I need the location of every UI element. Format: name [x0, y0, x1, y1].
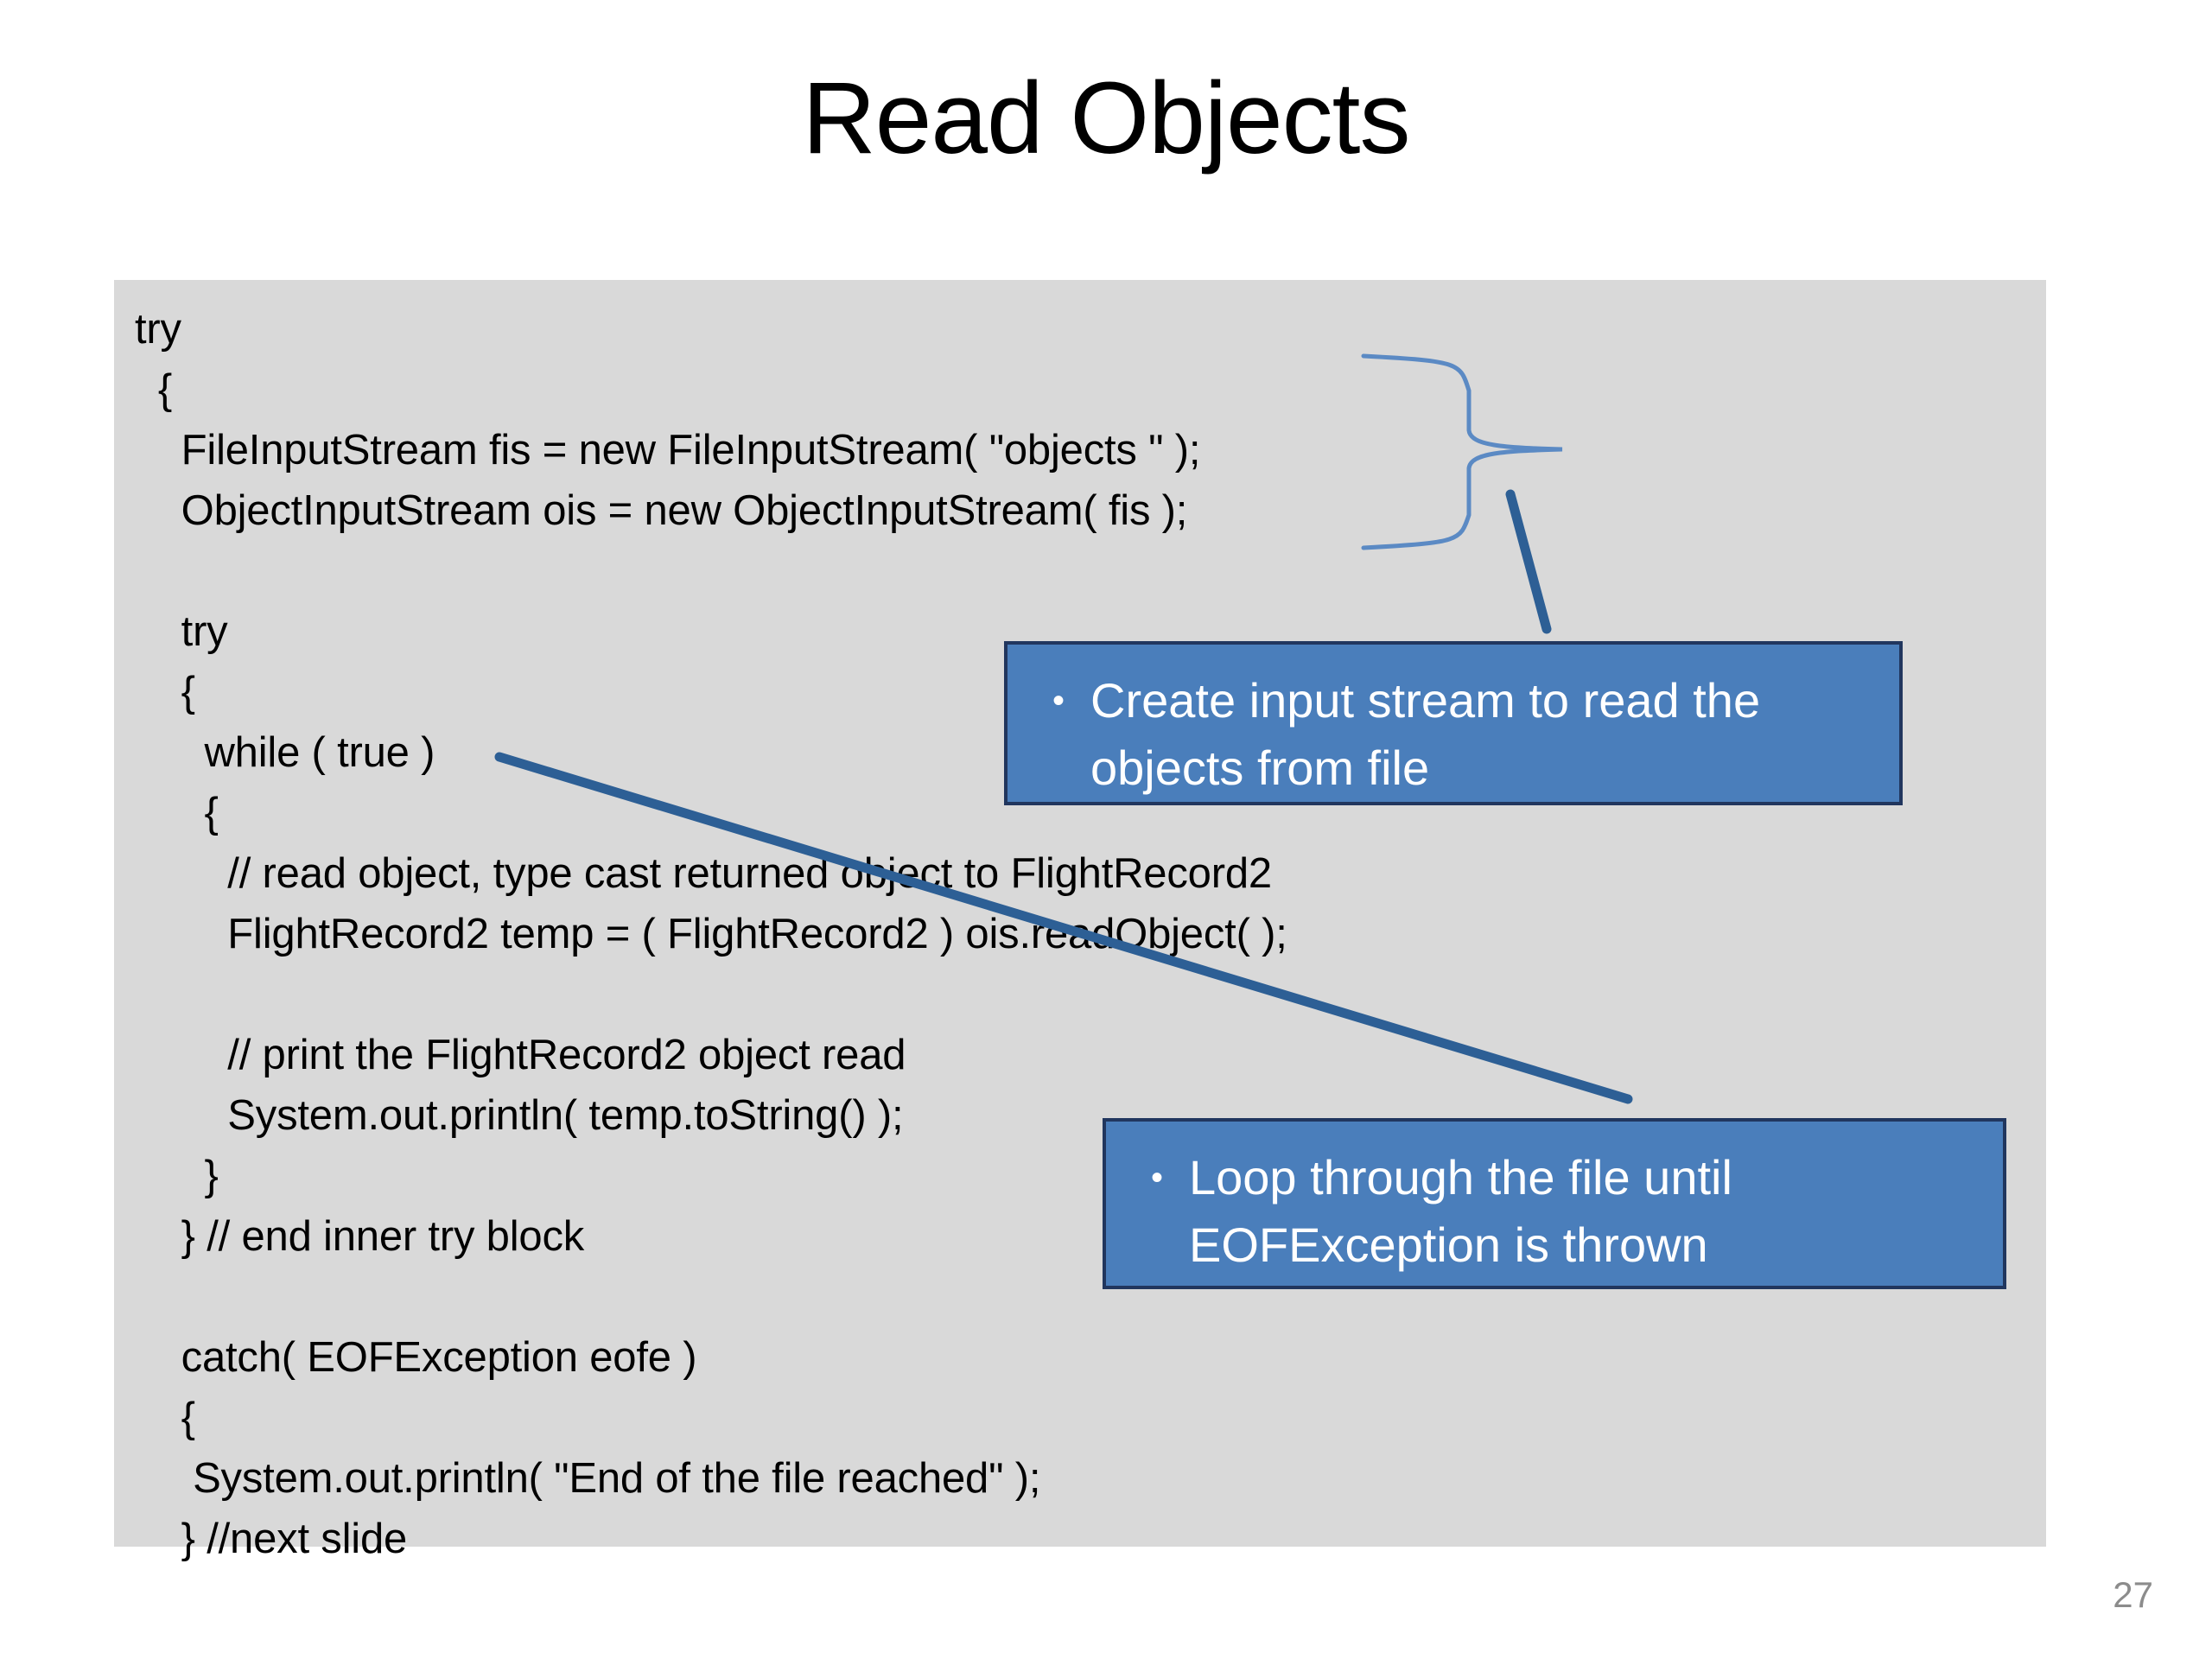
code-panel: try { FileInputStream fis = new FileInpu…: [114, 280, 2046, 1562]
callout-create-stream[interactable]: • Create input stream to read the object…: [1004, 641, 1903, 805]
page-title: Read Objects: [802, 61, 1411, 175]
bullet-icon: •: [1150, 1159, 1163, 1197]
page-number: 27: [2113, 1574, 2153, 1615]
callout-create-stream-text: Create input stream to read the objects …: [1090, 673, 1761, 795]
code-listing: try { FileInputStream fis = new FileInpu…: [135, 306, 1287, 1562]
callout-loop-eof-text: Loop through the file until EOFException…: [1189, 1150, 1732, 1272]
bullet-icon: •: [1052, 682, 1065, 720]
callout-loop-eof[interactable]: • Loop through the file until EOFExcepti…: [1103, 1118, 2006, 1289]
